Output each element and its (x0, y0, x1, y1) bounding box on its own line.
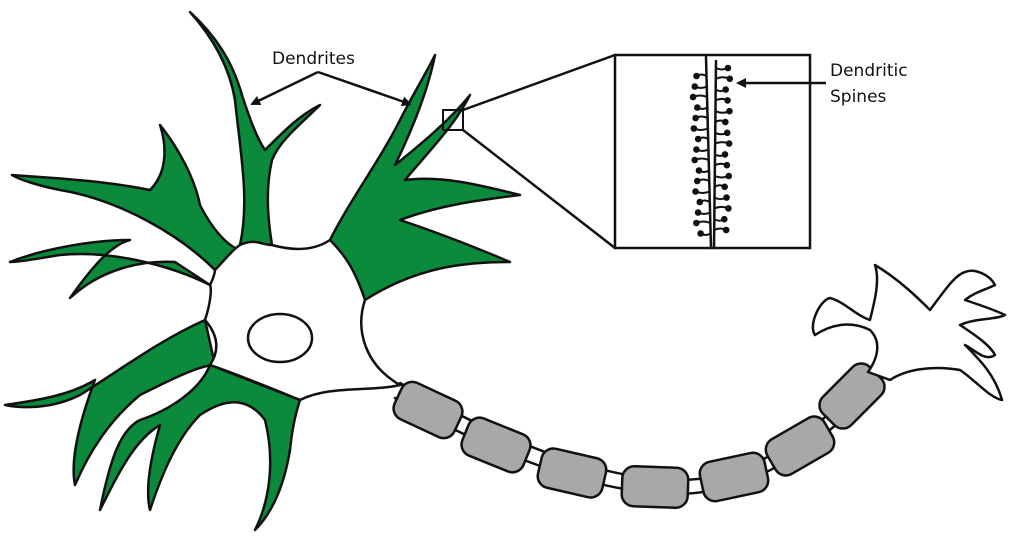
spine-head (724, 64, 732, 72)
dendrite-top-left (188, 10, 322, 247)
myelin-sheaths (392, 362, 886, 509)
myelin-segment (460, 416, 532, 474)
spine-head (723, 161, 731, 169)
arrow-dendrites-right (317, 70, 412, 107)
spine-head (692, 114, 699, 122)
spine-head (690, 125, 698, 132)
spine-head (725, 140, 733, 147)
spine-head (695, 167, 703, 174)
spine-head (697, 230, 704, 237)
axon-terminal (811, 263, 1007, 402)
nucleus (246, 312, 314, 364)
spine-head (722, 226, 730, 234)
spine-head (722, 86, 729, 93)
spine-head (694, 104, 701, 111)
myelin-segment (698, 451, 770, 503)
dendrite-shaft-left (704, 55, 713, 250)
arrow-dendrites-left (250, 70, 319, 106)
dendrite-top-right (328, 53, 522, 302)
spine-head (693, 177, 701, 185)
spine-head (723, 129, 731, 137)
dendrites (3, 10, 522, 532)
spine-head (721, 151, 729, 158)
spine-head (724, 97, 731, 104)
dendritic-spines-inset (613, 53, 812, 250)
spine-head (725, 205, 732, 212)
spine-head (725, 172, 733, 180)
spine-head (693, 146, 700, 153)
zoom-connector-bottom (461, 128, 617, 250)
spine-head (689, 93, 697, 101)
spine-head (721, 183, 728, 191)
spine-head (694, 135, 702, 143)
spines (689, 64, 734, 237)
spine-head (721, 215, 728, 223)
myelin-segment (764, 415, 836, 477)
myelin-segment (620, 465, 690, 509)
spine-head (696, 198, 704, 206)
spine-head (723, 194, 730, 201)
dendritic-spines-label-line2: Spines (830, 87, 887, 107)
spine-head (693, 72, 700, 80)
spine-head (693, 219, 700, 227)
inset-frame (613, 53, 812, 250)
spine-head (691, 156, 698, 164)
spine-head (726, 75, 734, 83)
spine-head (691, 83, 699, 90)
spine-head (692, 188, 699, 195)
spine-head (722, 118, 729, 126)
dendrite-left-upper (10, 123, 242, 272)
dendrite-left-middle (8, 238, 212, 300)
dendrites-label: Dendrites (272, 49, 355, 69)
dendrite-bottom (98, 363, 302, 532)
zoom-connector-top (461, 53, 617, 112)
spine-head (726, 107, 733, 115)
spine-head (694, 209, 702, 216)
dendrite-lower-left (3, 318, 217, 487)
zoom-source-box (442, 109, 464, 131)
myelin-segment (392, 380, 464, 440)
dendritic-spines-label-line1: Dendritic (830, 61, 908, 81)
myelin-segment (536, 447, 608, 499)
